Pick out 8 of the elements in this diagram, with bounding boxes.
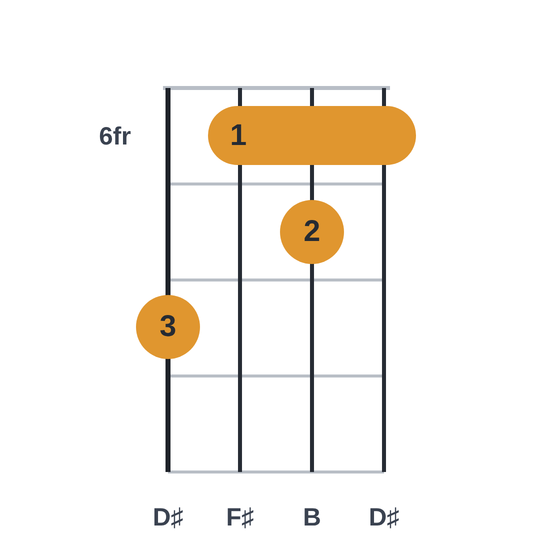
finger-dot: 2 bbox=[280, 200, 344, 264]
string-note: B bbox=[302, 504, 322, 532]
barre-marker: 1 bbox=[208, 106, 416, 165]
finger-dot: 3 bbox=[136, 295, 200, 359]
fret-number: 6fr bbox=[99, 122, 131, 152]
string-note: F♯ bbox=[226, 504, 254, 532]
string-note: D♯ bbox=[368, 504, 400, 532]
string-note: D♯ bbox=[152, 504, 184, 532]
